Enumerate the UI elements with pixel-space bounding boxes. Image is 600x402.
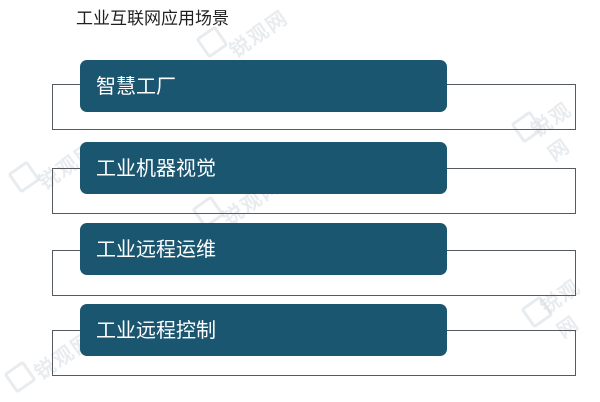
watermark-logo-icon	[195, 25, 229, 59]
watermark-logo-icon	[7, 160, 41, 194]
item-label-remote-maintenance: 工业远程运维	[80, 223, 447, 275]
watermark-logo-icon	[520, 295, 554, 329]
item-label-smart-factory: 智慧工厂	[80, 60, 447, 112]
item-label-machine-vision: 工业机器视觉	[80, 142, 447, 194]
watermark-text: 锐观网	[224, 4, 293, 63]
diagram-title: 工业互联网应用场景	[76, 9, 229, 29]
watermark-logo-icon	[3, 360, 37, 394]
item-label-remote-control: 工业远程控制	[80, 304, 447, 356]
